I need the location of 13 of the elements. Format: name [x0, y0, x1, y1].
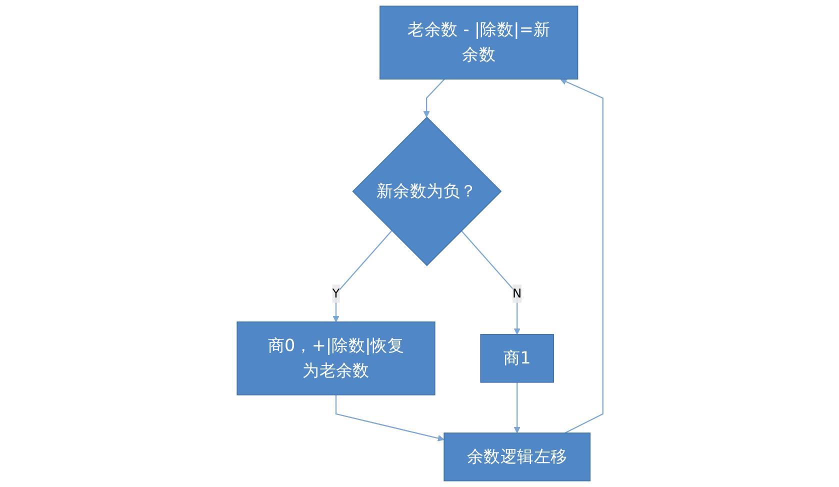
node-box: 余数逻辑左移	[443, 432, 590, 482]
arrow	[422, 78, 444, 118]
arrow	[513, 382, 520, 434]
node-diamond: 新余数为负？	[352, 116, 502, 266]
arrow	[332, 230, 392, 322]
node-box: 商0，+|除数|恢复为老余数	[236, 321, 435, 396]
edge-label: Y	[332, 286, 340, 301]
edge-label: N	[512, 286, 522, 301]
node-box: 老余数 - |除数|=新余数	[379, 6, 578, 80]
node-box: 商1	[480, 334, 554, 383]
arrow	[560, 78, 603, 434]
arrow	[334, 394, 444, 442]
arrow	[460, 230, 520, 335]
